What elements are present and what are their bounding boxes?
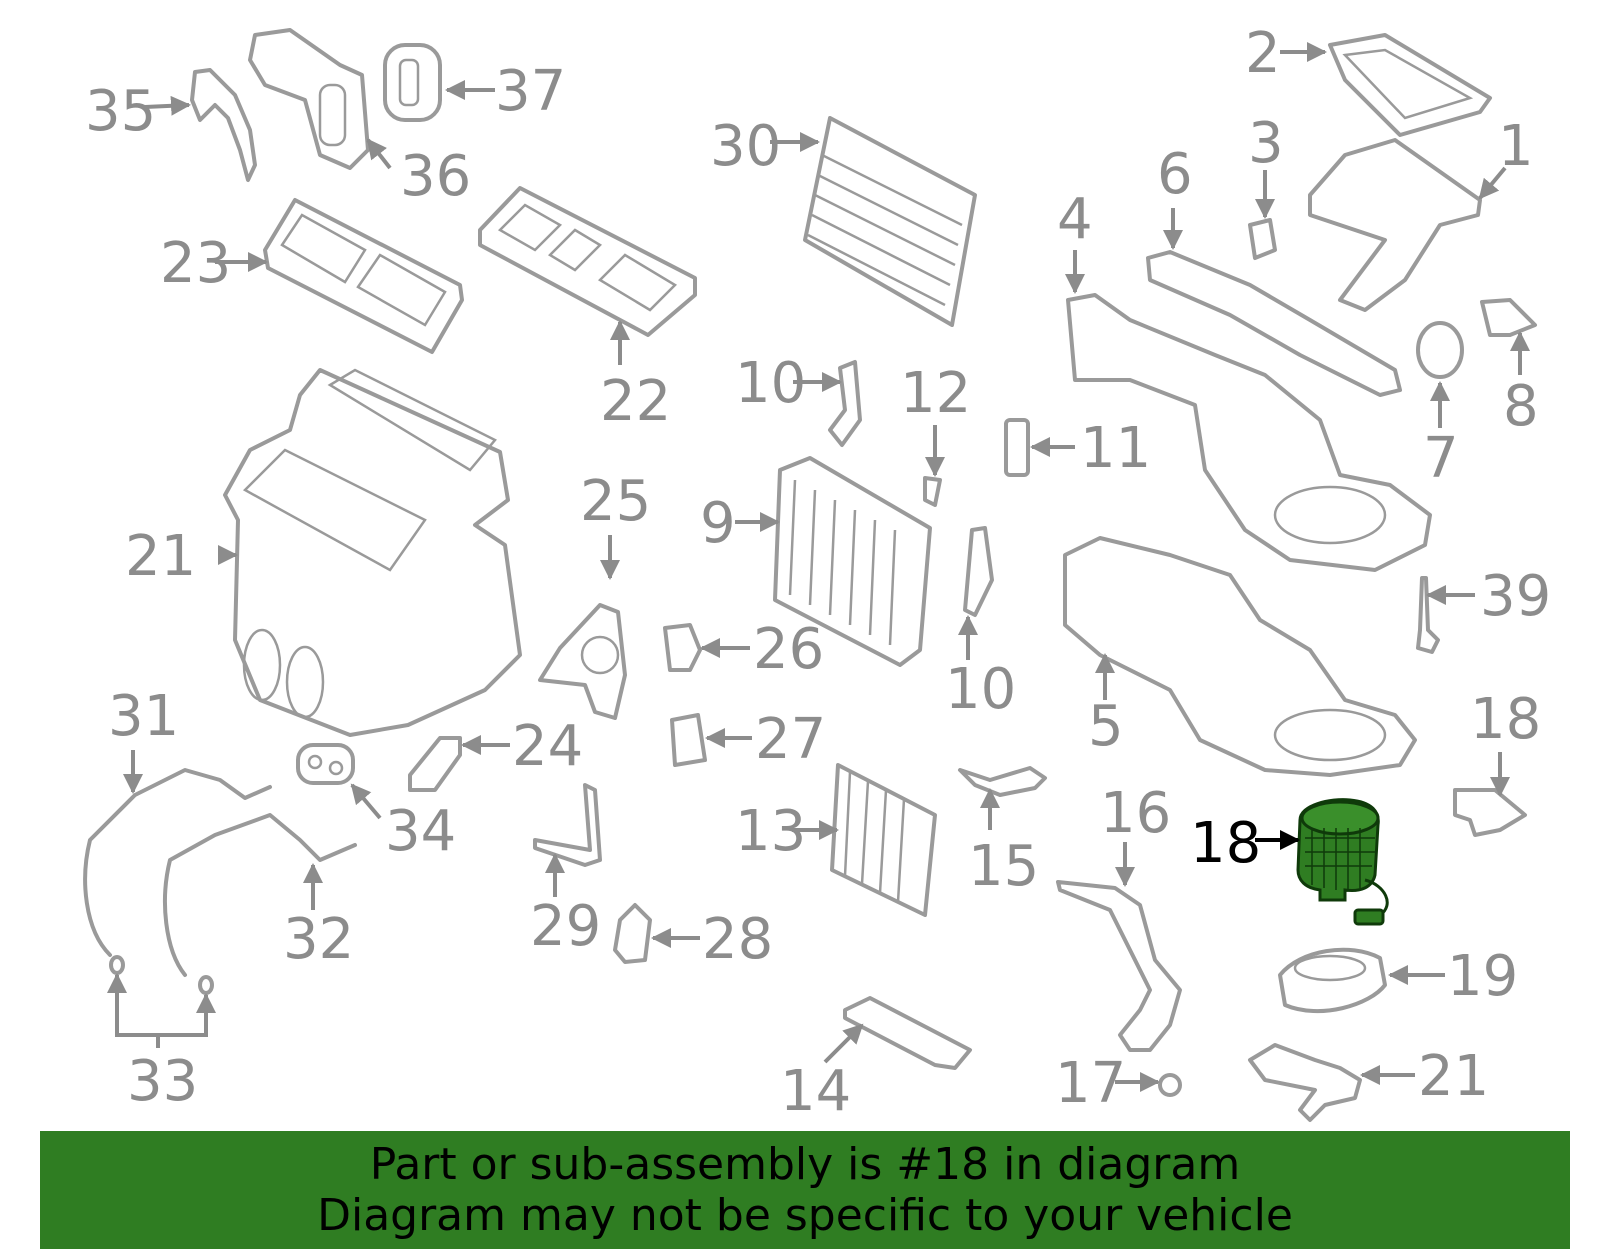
info-banner: Part or sub-assembly is #18 in diagram D… [40,1131,1570,1249]
part-31-heater-core [803,116,977,327]
callout-14: 14 [780,1059,851,1124]
part-26-actuator [538,603,627,720]
part-23-filter-frame [478,186,697,337]
callout-11: 11 [1080,416,1151,481]
callout-24: 23 [160,231,231,296]
banner-line-1: Part or sub-assembly is #18 in diagram [369,1139,1241,1190]
callout-33: 32 [283,907,354,972]
part-30-bracket [533,783,602,867]
part-7-grommet [1416,321,1464,379]
part-10-bracket-upper [828,360,862,447]
part-1-housing-upper [1308,138,1482,312]
callout-36: 35 [85,79,156,144]
callout-32: 31 [108,684,179,749]
callout-25: 24 [512,714,583,779]
part-11-sensor [1004,418,1030,477]
part-12-clip [923,476,942,507]
callout-21: 21 [1418,1044,1489,1109]
callout-3: 3 [1248,111,1284,176]
callout-23: 22 [600,369,671,434]
part-32-drain-hose [83,768,272,957]
callout-28: 27 [755,707,826,772]
part-29-actuator [613,903,652,964]
callout-18: 18 [1190,811,1261,876]
part-38-grommet [383,43,442,122]
callout-37: 36 [400,144,471,209]
part-13-filter [830,763,937,917]
part-36-bracket [190,68,257,182]
part-34-clamps [109,955,214,995]
callout-31: 30 [710,114,781,179]
callout-30: 29 [530,894,601,959]
part-15-connector [958,766,1047,797]
callout-13: 13 [735,799,806,864]
callout-15: 15 [968,834,1039,899]
callout-7: 7 [1423,426,1459,491]
part-8-actuator [1480,298,1537,337]
callout-6: 6 [1157,142,1193,207]
leader-arrows [107,42,1530,1092]
callout-4: 4 [1057,187,1093,252]
callout-22: 21 [125,524,196,589]
part-22-hvac-case [223,368,522,737]
callout-29: 28 [702,907,773,972]
callout-38: 37 [495,59,566,124]
part-10-bracket-lower [963,526,994,617]
part-28-actuator [670,713,707,767]
part-18-blower-motor [1296,798,1389,926]
callout-labels: 35 36 37 23 22 30 2 1 3 6 4 8 7 21 25 10… [85,21,1551,1124]
callout-16: 16 [1100,781,1171,846]
part-6-duct [1146,250,1402,397]
callout-19: 18 [1470,687,1541,752]
callout-20: 19 [1447,944,1518,1009]
callout-5: 5 [1088,694,1124,759]
part-39-sensor [1416,576,1440,654]
part-27-actuator [663,623,702,672]
callout-10-lower: 10 [945,657,1016,722]
callout-34: 33 [127,1049,198,1114]
callout-10-upper: 10 [735,351,806,416]
part-21-vent [1248,1043,1362,1122]
part-4-blower-housing [1066,293,1432,572]
part-5-lower-housing [1063,536,1417,777]
callout-26: 25 [580,469,651,534]
part-37-duct-seal [248,28,370,170]
callout-1: 1 [1498,114,1534,179]
part-24-filter-frame [263,198,464,354]
banner-line-2: Diagram may not be specific to your vehi… [317,1190,1293,1241]
callout-2: 2 [1245,21,1281,86]
part-16-tube [1056,880,1182,1052]
callout-27: 26 [753,617,824,682]
callout-9: 9 [700,491,736,556]
part-2-cover [1328,33,1492,137]
callout-8: 8 [1503,374,1539,439]
part-3-clip [1248,218,1277,260]
part-17-grommet [1158,1073,1182,1097]
part-19-bracket [1453,788,1527,837]
part-35-seal [296,743,355,785]
part-20-blower-housing [1278,947,1387,1014]
part-25-seal [408,736,462,792]
part-9-evaporator [773,456,932,667]
callout-39: 39 [1480,564,1551,629]
callout-12: 12 [900,361,971,426]
callout-35: 34 [385,799,456,864]
part-14-grille [843,996,972,1070]
callout-17: 17 [1055,1051,1126,1116]
part-33-drain-hose [163,813,357,977]
